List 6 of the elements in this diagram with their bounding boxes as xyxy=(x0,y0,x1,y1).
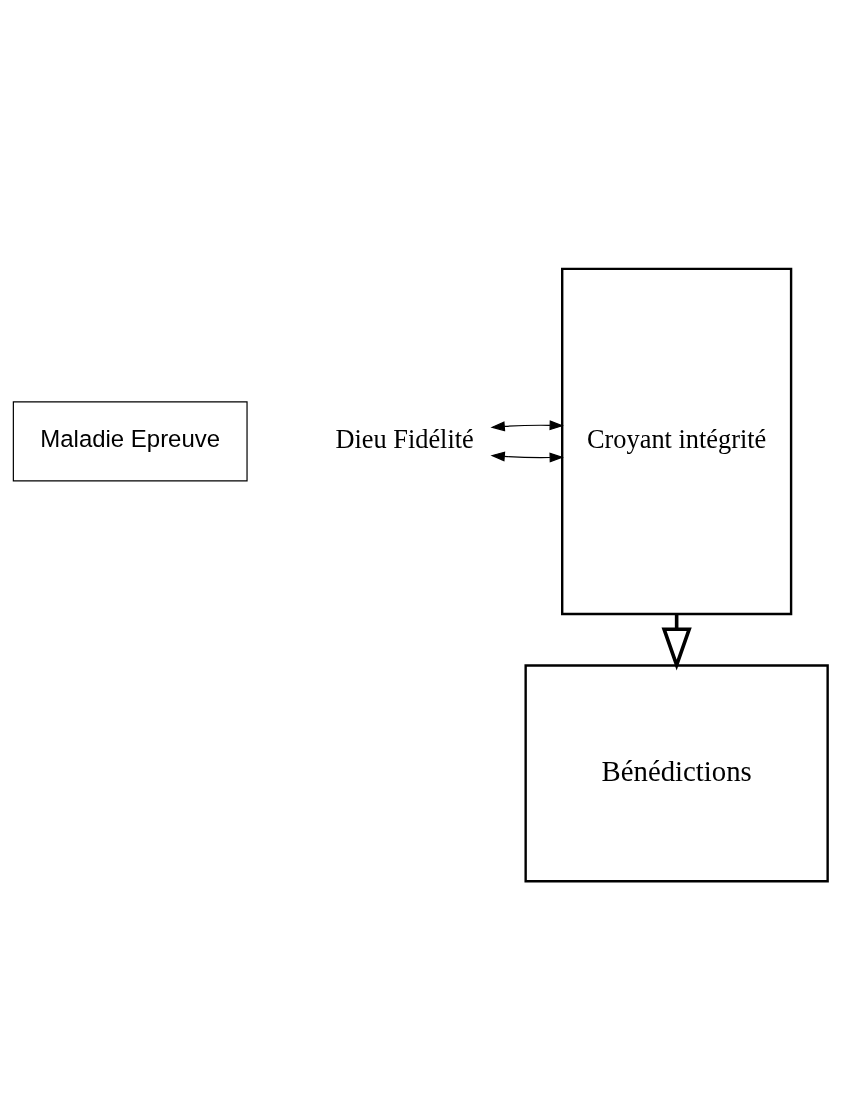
node-box: Bénédictions xyxy=(524,664,829,883)
arrow xyxy=(490,420,564,432)
node-text: Dieu Fidélité xyxy=(335,425,474,455)
node-box: Croyant intégrité xyxy=(561,267,793,616)
node-box: Maladie Epreuve xyxy=(12,401,248,482)
arrow xyxy=(490,451,564,463)
